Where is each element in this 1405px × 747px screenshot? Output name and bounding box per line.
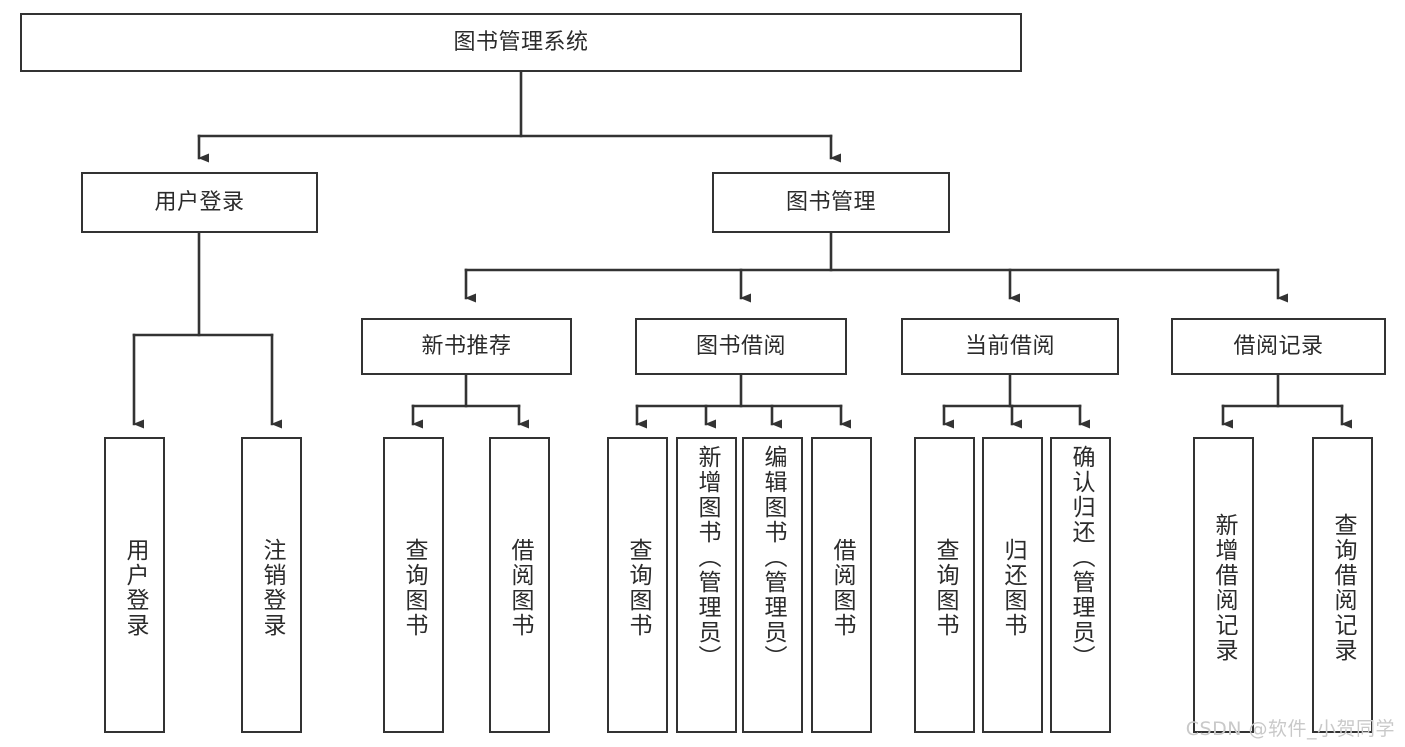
node-new-book-recommend[interactable]: 新书推荐 bbox=[361, 318, 572, 375]
leaf-new-book-0-label: 查询图书 bbox=[401, 538, 427, 638]
node-root[interactable]: 图书管理系统 bbox=[20, 13, 1022, 72]
connector-group-book-manage bbox=[464, 231, 1288, 303]
leaf-new-book-1[interactable]: 借阅图书 bbox=[489, 437, 550, 733]
leaf-current-borrow-0[interactable]: 查询图书 bbox=[914, 437, 975, 733]
node-user-login-label: 用户登录 bbox=[154, 189, 245, 215]
leaf-user-login-1-label: 注销登录 bbox=[259, 538, 285, 638]
leaf-book-borrow-3[interactable]: 借阅图书 bbox=[811, 437, 872, 733]
node-book-borrow[interactable]: 图书借阅 bbox=[635, 318, 847, 375]
leaf-current-borrow-0-label: 查询图书 bbox=[932, 538, 958, 638]
leaf-borrow-record-0-label: 新增借阅记录 bbox=[1211, 513, 1237, 663]
connector-group-root bbox=[197, 70, 841, 163]
connector-group-book-borrow bbox=[635, 373, 851, 429]
node-user-login[interactable]: 用户登录 bbox=[81, 172, 318, 233]
leaf-borrow-record-0[interactable]: 新增借阅记录 bbox=[1193, 437, 1254, 733]
leaf-book-borrow-2[interactable]: 编辑图书（管理员） bbox=[742, 437, 803, 733]
connector-group-current-borrow bbox=[942, 373, 1090, 429]
leaf-borrow-record-1[interactable]: 查询借阅记录 bbox=[1312, 437, 1373, 733]
leaf-book-borrow-0[interactable]: 查询图书 bbox=[607, 437, 668, 733]
leaf-book-borrow-3-label: 借阅图书 bbox=[829, 538, 855, 638]
node-book-borrow-label: 图书借阅 bbox=[695, 333, 786, 359]
node-root-label: 图书管理系统 bbox=[453, 29, 589, 55]
leaf-book-borrow-1[interactable]: 新增图书（管理员） bbox=[676, 437, 737, 733]
csdn-watermark: CSDN @软件_小贺同学 bbox=[1185, 718, 1395, 740]
leaf-new-book-1-label: 借阅图书 bbox=[507, 538, 533, 638]
leaf-user-login-0[interactable]: 用户登录 bbox=[104, 437, 165, 733]
leaf-book-borrow-2-label: 编辑图书（管理员） bbox=[760, 445, 786, 670]
leaf-current-borrow-2[interactable]: 确认归还（管理员） bbox=[1050, 437, 1111, 733]
connector-group-borrow-record bbox=[1221, 373, 1352, 429]
node-current-borrow-label: 当前借阅 bbox=[964, 333, 1055, 359]
node-new-book-recommend-label: 新书推荐 bbox=[421, 333, 512, 359]
connector-group-new-book bbox=[411, 373, 529, 429]
leaf-user-login-1[interactable]: 注销登录 bbox=[241, 437, 302, 733]
leaf-book-borrow-0-label: 查询图书 bbox=[625, 538, 651, 638]
leaf-current-borrow-1-label: 归还图书 bbox=[1000, 538, 1026, 638]
leaf-book-borrow-1-label: 新增图书（管理员） bbox=[694, 445, 720, 670]
leaf-borrow-record-1-label: 查询借阅记录 bbox=[1330, 513, 1356, 663]
leaf-user-login-0-label: 用户登录 bbox=[122, 538, 148, 638]
node-book-manage[interactable]: 图书管理 bbox=[712, 172, 950, 233]
node-borrow-record-label: 借阅记录 bbox=[1233, 333, 1324, 359]
node-borrow-record[interactable]: 借阅记录 bbox=[1171, 318, 1386, 375]
leaf-current-borrow-1[interactable]: 归还图书 bbox=[982, 437, 1043, 733]
node-current-borrow[interactable]: 当前借阅 bbox=[901, 318, 1119, 375]
leaf-new-book-0[interactable]: 查询图书 bbox=[383, 437, 444, 733]
leaf-current-borrow-2-label: 确认归还（管理员） bbox=[1068, 445, 1094, 670]
node-book-manage-label: 图书管理 bbox=[785, 189, 876, 215]
connector-group-user-login bbox=[132, 231, 282, 429]
